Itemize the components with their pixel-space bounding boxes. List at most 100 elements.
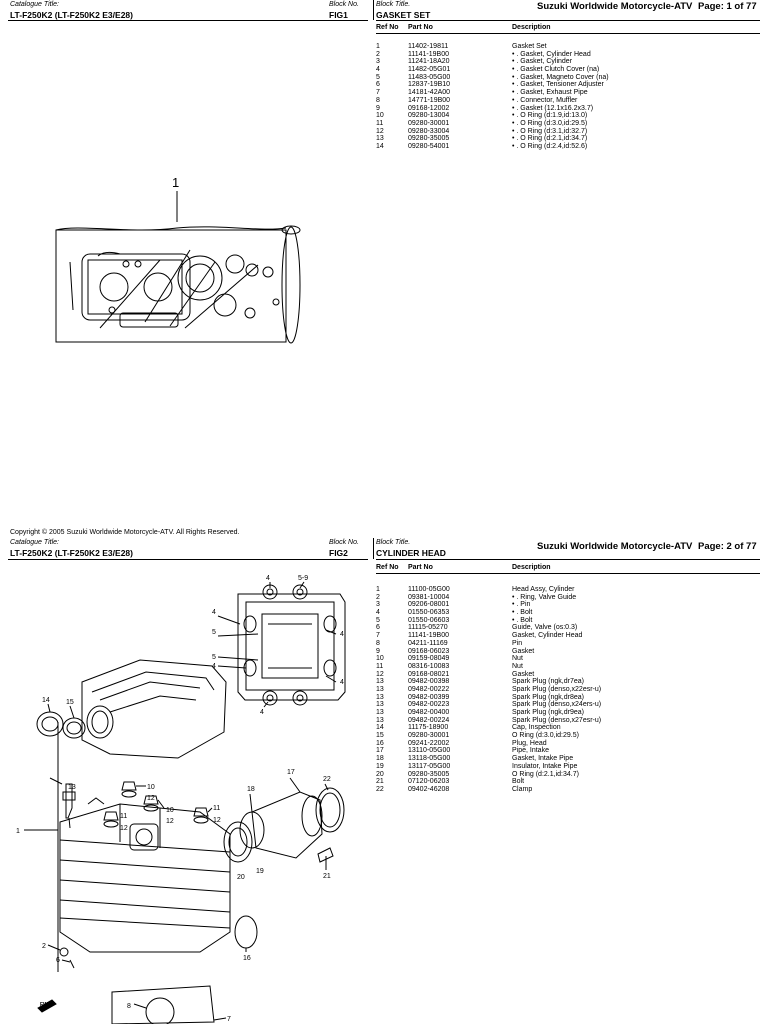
- callout-label: 12: [147, 795, 155, 802]
- desc-cell: • . Gasket, Tensioner Adjuster: [512, 81, 604, 89]
- ref-cell: 3: [376, 601, 380, 609]
- ref-cell: 10: [376, 112, 384, 120]
- table-row: 8 04211-11169 Pin: [376, 640, 762, 648]
- gasket-bag: [55, 225, 301, 344]
- part-cell: 13110-05G00: [408, 747, 451, 755]
- header-rule: [8, 559, 368, 560]
- callout-label: 16: [243, 955, 251, 962]
- ref-cell: 4: [376, 609, 380, 617]
- desc-cell: • . Gasket, Magneto Cover (na): [512, 73, 609, 81]
- desc-cell: • . Bolt: [512, 616, 533, 624]
- part-cell: 09402-46208: [408, 785, 450, 793]
- block-no-label: Block No.: [329, 539, 359, 546]
- part-cell: 08316-10083: [408, 662, 450, 670]
- desc-cell: Gasket, Intake Pipe: [512, 755, 574, 763]
- part-cell: 01550-06353: [408, 609, 450, 617]
- desc-cell: • . Gasket, Cylinder: [512, 58, 573, 66]
- ref-cell: 15: [376, 732, 384, 740]
- part-cell: 11100-05G00: [408, 586, 450, 593]
- desc-cell: Pin: [512, 639, 523, 647]
- ref-cell: 12: [376, 670, 384, 678]
- part-cell: 14181-42A00: [408, 89, 451, 97]
- part-cell: 09168-12002: [408, 104, 450, 112]
- block-title-label: Block Title.: [376, 539, 411, 546]
- callout-label: 8: [127, 1003, 131, 1010]
- desc-cell: • . Connector, Muffler: [512, 96, 578, 104]
- desc-cell: Spark Plug (denso,x27esr-u): [512, 716, 602, 724]
- brand-name: Suzuki Worldwide Motorcycle-ATV: [537, 541, 693, 552]
- gasket-set-diagram: 1: [55, 175, 301, 344]
- desc-cell: • . Pin: [512, 601, 531, 609]
- callout-label: 12: [120, 825, 128, 832]
- table-row: 2 11141-19B00 • . Gasket, Cylinder Head: [376, 51, 762, 59]
- desc-cell: • . O Ring (d:2.4,id:52.6): [512, 142, 588, 150]
- ref-cell: 19: [376, 762, 384, 770]
- ref-cell: 7: [376, 89, 380, 97]
- ref-cell: 13: [376, 678, 384, 686]
- ref-cell: 8: [376, 639, 380, 647]
- ref-cell: 2: [376, 50, 380, 58]
- callout-label: 10: [166, 807, 174, 814]
- desc-cell: Guide, Valve (os:0.3): [512, 624, 578, 632]
- part-cell: 11141-19B00: [408, 50, 449, 58]
- desc-cell: Plug, Head: [512, 739, 547, 747]
- cylinder-head-diagram: 4 5-9 4 5 4 5 4 4 4 14 15 13 10 12 10 12…: [16, 575, 346, 1024]
- desc-cell: Bolt: [512, 778, 525, 786]
- page-header: Catalogue Title: LT-F250K2 (LT-F250K2 E3…: [0, 538, 768, 578]
- ref-cell: 14: [376, 724, 384, 732]
- col-ref-header: Ref No: [376, 24, 399, 31]
- ref-cell: 21: [376, 778, 384, 786]
- part-cell: 04211-11169: [408, 639, 448, 647]
- head-cover-top-view: [217, 581, 346, 708]
- callout-label: 5: [212, 629, 216, 636]
- head-gasket: [47, 944, 227, 1024]
- part-cell: 09168-08021: [408, 670, 450, 678]
- block-title-label: Block Title.: [376, 1, 411, 8]
- callout-label: 4: [340, 679, 344, 686]
- desc-cell: • . Gasket, Cylinder Head: [512, 50, 591, 58]
- desc-cell: • . O Ring (d:1.9,id:13.0): [512, 112, 588, 120]
- part-cell: 07120-06203: [408, 778, 450, 786]
- desc-cell: Spark Plug (denso,x24ers-u): [512, 701, 602, 709]
- ref-cell: 6: [376, 81, 380, 89]
- callout-label: 19: [256, 868, 264, 875]
- desc-cell: Pipe, Intake: [512, 747, 549, 755]
- part-cell: 09482-00400: [408, 709, 450, 716]
- block-title: CYLINDER HEAD: [376, 548, 446, 558]
- part-cell: 09280-54001: [408, 142, 450, 150]
- callout-label: 18: [247, 786, 255, 793]
- ref-cell: 20: [376, 770, 384, 778]
- ref-cell: 22: [376, 785, 384, 793]
- part-cell: 09280-30001: [408, 119, 450, 127]
- ref-cell: 3: [376, 58, 380, 66]
- catalogue-page-1: Catalogue Title: LT-F250K2 (LT-F250K2 E3…: [8, 0, 762, 344]
- desc-cell: • . Bolt: [512, 609, 533, 617]
- cylinder-head-body: [24, 659, 231, 972]
- callout-label: 7: [227, 1016, 231, 1023]
- part-cell: 09280-35005: [408, 135, 450, 143]
- ref-cell: 13: [376, 685, 384, 693]
- part-cell: 09280-35005: [408, 770, 450, 778]
- block-no: FIG1: [329, 10, 348, 20]
- callout-label: 4: [212, 663, 216, 670]
- ref-cell: 1: [376, 586, 380, 593]
- callout-label: 4: [340, 631, 344, 638]
- part-cell: 09280-13004: [408, 112, 450, 120]
- inspection-cap: [36, 703, 86, 739]
